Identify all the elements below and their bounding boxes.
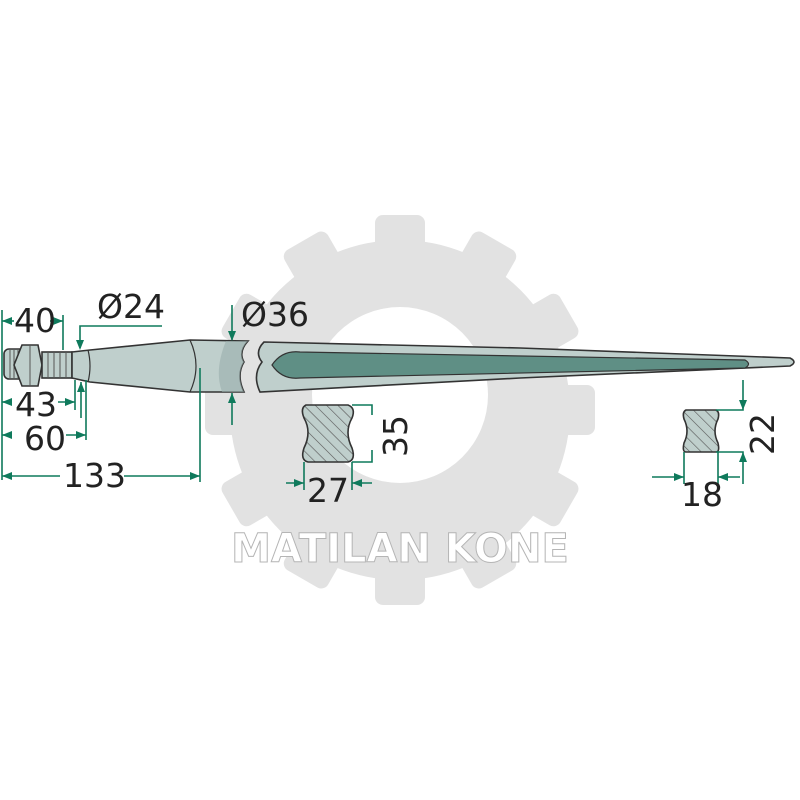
dim-60-label: 60 xyxy=(24,419,66,458)
cross-section-small xyxy=(682,409,720,453)
dim-section2-height-label: 22 xyxy=(743,413,782,455)
tine-blade xyxy=(255,341,795,393)
dim-section1-width-label: 27 xyxy=(307,471,349,510)
watermark-gear-logo xyxy=(205,215,595,605)
dim-diameter-36-label: Ø36 xyxy=(241,295,309,334)
tine-shank xyxy=(3,339,250,393)
dim-diameter-24-label: Ø24 xyxy=(97,287,165,326)
dim-133-label: 133 xyxy=(63,456,126,495)
dim-43-label: 43 xyxy=(15,385,57,424)
dimension-lines xyxy=(1,305,747,490)
dim-section1-height-label: 35 xyxy=(376,415,415,457)
watermark-text: MATILAN KONE xyxy=(231,526,569,572)
dim-40-label: 40 xyxy=(14,301,56,340)
cross-section-large xyxy=(301,404,355,463)
dim-section2-width-label: 18 xyxy=(681,475,723,514)
